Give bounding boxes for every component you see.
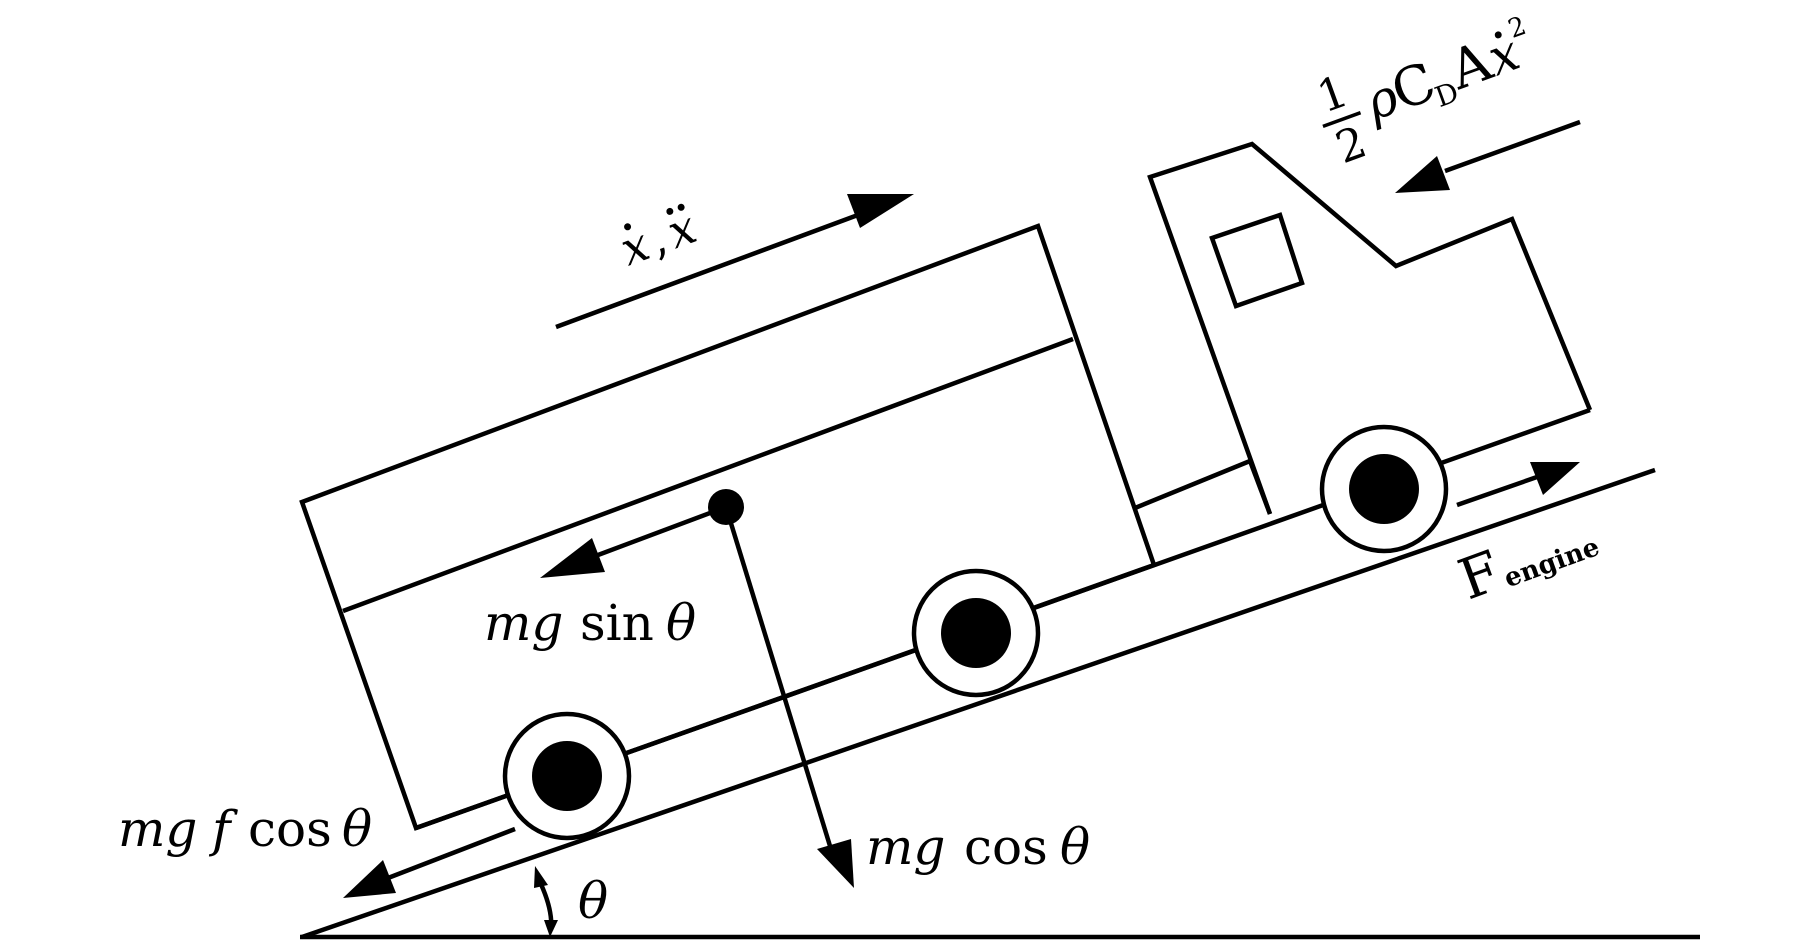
- velocity-arrow: [555, 194, 914, 330]
- mgf-cos-f: f: [208, 800, 238, 858]
- drag-force-label: 1 2 ρ C D A x 2: [1311, 11, 1530, 175]
- mg-f-cos-theta-label: mg f cos θ: [118, 800, 372, 858]
- mgf-cos-fn: cos: [248, 800, 332, 858]
- mg-sin-mg: mg: [484, 594, 563, 652]
- cab-window: [1209, 212, 1305, 309]
- engine-force-label: F engine: [1451, 532, 1604, 613]
- friction-force-arrow: [343, 826, 516, 898]
- engine-force-arrow: [1456, 462, 1580, 508]
- velocity-acceleration-label: x , x: [613, 200, 703, 277]
- gravity-incline-component-arrow: [540, 504, 727, 578]
- mg-sin-fn: sin: [580, 594, 654, 652]
- engine-force-subscript: engine: [1500, 532, 1603, 594]
- mg-sin-theta: θ: [666, 594, 696, 652]
- drag-force-arrow: [1395, 119, 1581, 193]
- cab-step: [1134, 458, 1251, 511]
- truck-cargo-box: [299, 223, 1157, 831]
- ground-and-incline: [300, 467, 1700, 940]
- mg-sin-theta-label: mg sin θ: [484, 594, 696, 652]
- wheel-front: [1319, 424, 1449, 554]
- mg-cos-theta-label: mg cos θ: [866, 818, 1090, 876]
- engine-force-f: F: [1451, 539, 1510, 613]
- cargo-box-divider: [342, 336, 1074, 614]
- incline-angle-label: θ: [578, 872, 608, 930]
- mg-cos-theta: θ: [1060, 818, 1090, 876]
- mgf-cos-theta: θ: [342, 800, 372, 858]
- cargo-box-outline: [299, 223, 1157, 831]
- gravity-normal-component-arrow: [723, 506, 854, 888]
- drag-fraction-denominator: 2: [1329, 117, 1373, 175]
- angle-marker: [534, 866, 558, 937]
- truck-cab: [1147, 141, 1593, 515]
- mg-cos-fn: cos: [964, 818, 1048, 876]
- wheel-rear: [502, 711, 632, 841]
- mg-cos-mg: mg: [866, 818, 945, 876]
- incline-line: [301, 467, 1656, 940]
- wheel-middle: [911, 568, 1041, 698]
- drag-fraction-numerator: 1: [1311, 66, 1355, 124]
- mgf-cos-mg: mg: [118, 800, 197, 858]
- cab-outline: [1147, 141, 1593, 515]
